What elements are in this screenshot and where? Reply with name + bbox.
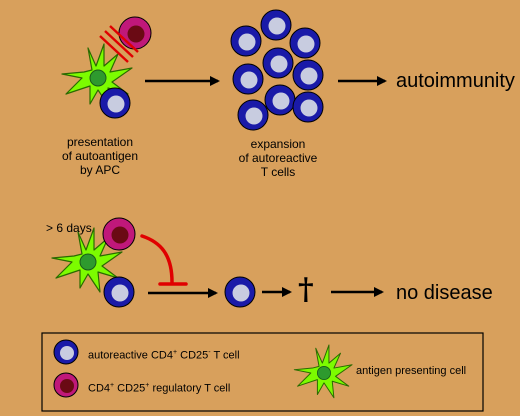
inhibition-icon bbox=[140, 234, 174, 284]
top-apc-group bbox=[61, 16, 152, 119]
t-cell-icon bbox=[262, 47, 294, 79]
expansion-label: expansion of autoreactive T cells bbox=[238, 137, 318, 179]
time-label: > 6 days bbox=[46, 221, 92, 235]
t-cell-icon bbox=[232, 63, 264, 95]
t-cell-icon bbox=[237, 99, 269, 131]
legend-box bbox=[41, 332, 484, 412]
expanded-t-cell-cluster bbox=[230, 9, 324, 131]
legend-regulatory-t-cell-icon bbox=[53, 372, 79, 398]
t-cell-icon bbox=[292, 91, 324, 123]
cross-icon: † bbox=[298, 272, 314, 307]
t-cell-icon bbox=[260, 9, 292, 41]
t-cell-icon bbox=[230, 25, 262, 57]
autoimmunity-label: autoimmunity bbox=[396, 70, 515, 92]
legend-apc-label: antigen presenting cell bbox=[356, 365, 467, 377]
legend-apc-icon bbox=[293, 344, 353, 399]
no-disease-label: no disease bbox=[396, 282, 493, 304]
legend-regulatory-label: CD4+ CD25+ regulatory T cell bbox=[88, 382, 231, 395]
t-cell-icon bbox=[289, 27, 321, 59]
top-blocked-interaction-icon bbox=[99, 25, 139, 63]
t-cell-icon bbox=[264, 84, 296, 116]
single-t-cell-icon bbox=[224, 276, 256, 308]
bottom-apc-group bbox=[51, 217, 136, 308]
legend-autoreactive-label: autoreactive CD4+ CD25- T cell bbox=[88, 349, 240, 362]
legend-t-cell-icon bbox=[53, 339, 79, 365]
presentation-label: presentation of autoantigen by APC bbox=[61, 135, 139, 177]
t-cell-icon bbox=[292, 59, 324, 91]
